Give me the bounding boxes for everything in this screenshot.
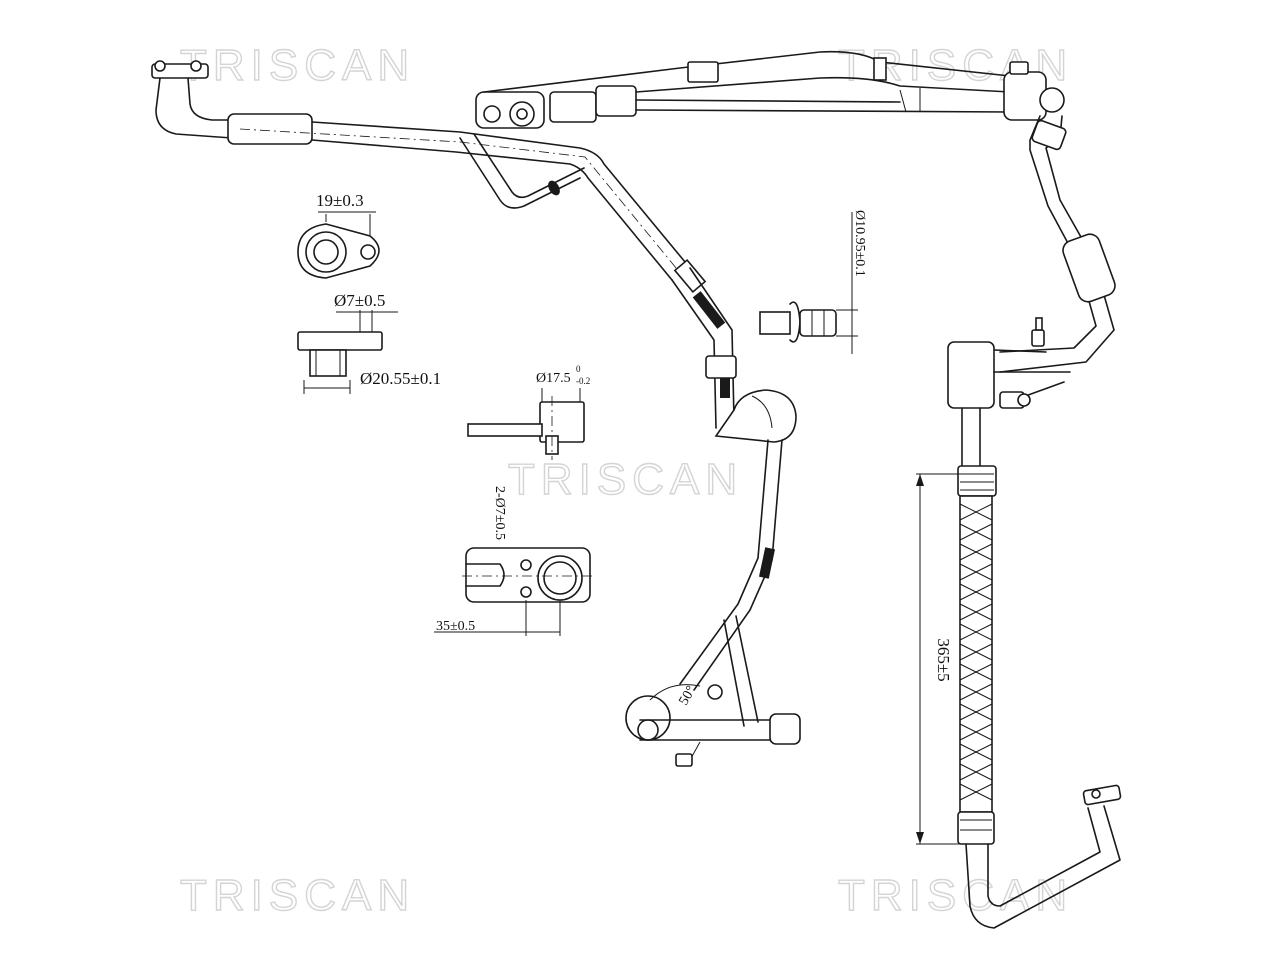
- watermarks: TRISCAN TRISCAN TRISCAN TRISCAN TRISCAN: [179, 40, 1073, 920]
- valve-diameter-label: Ø17.5: [536, 371, 571, 386]
- flexible-hose: [957, 407, 1122, 929]
- watermark-top-left: TRISCAN: [180, 41, 415, 90]
- elbow-center: [714, 389, 797, 443]
- flange-port-label: Ø20.55±0.1: [360, 369, 441, 388]
- elbow-top-right: [1003, 71, 1047, 121]
- watermark-center: TRISCAN: [508, 455, 743, 504]
- dim-hose-length: 365±5: [916, 473, 966, 845]
- watermark-bottom-left: TRISCAN: [180, 871, 415, 920]
- valve-tol-upper: 0: [576, 364, 581, 374]
- detail-fitting: Ø10.95±0.1: [759, 210, 867, 354]
- flange-width-label: 19±0.3: [316, 191, 364, 210]
- fitting-diameter-label: Ø10.95±0.1: [852, 210, 867, 277]
- slot-offset-label: 35±0.5: [436, 619, 475, 634]
- sleeve-top-left: [227, 113, 313, 145]
- braided-hose: [959, 495, 993, 813]
- detail-slot-plate: 2-Ø7±0.5 35±0.5: [434, 486, 596, 636]
- detail-flange-side: Ø7±0.5 Ø20.55±0.1: [297, 291, 441, 394]
- detail-flange-top: 19±0.3: [297, 191, 380, 279]
- watermark-bottom-right: TRISCAN: [838, 871, 1073, 920]
- hose-length-label: 365±5: [934, 638, 953, 681]
- bolt-hole-label: Ø7±0.5: [334, 291, 385, 310]
- pipe-top-right: [475, 50, 1116, 409]
- slot-holes-label: 2-Ø7±0.5: [492, 486, 507, 540]
- clip-upper: [673, 259, 707, 293]
- pipe-top-left: 50°: [151, 60, 801, 767]
- valve-tol-lower: -0.2: [576, 376, 590, 386]
- hose-block: [947, 341, 995, 409]
- detail-valve: Ø17.5 0 -0.2: [467, 364, 590, 460]
